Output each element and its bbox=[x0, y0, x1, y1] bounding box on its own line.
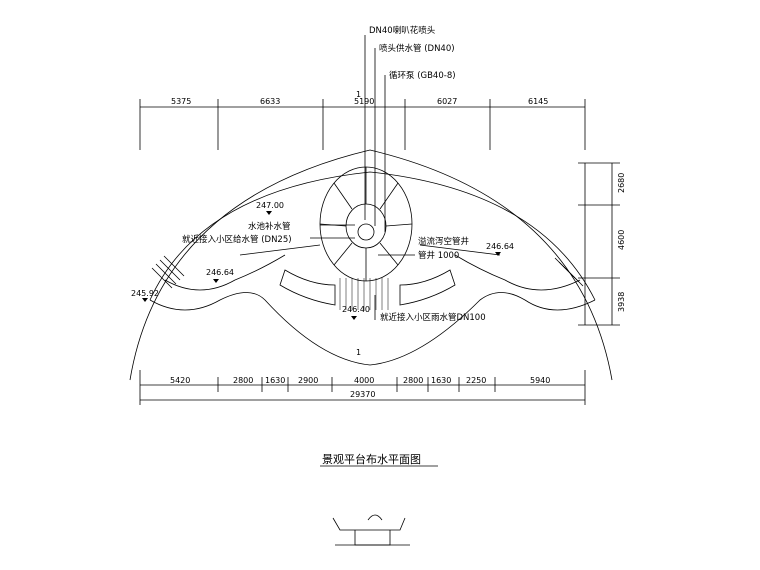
label-water-connection: 就近接入小区给水管 (DN25) bbox=[182, 234, 292, 245]
bottom-dim-8: 2250 bbox=[466, 376, 486, 385]
label-refill-pipe: 水池补水管 bbox=[248, 221, 291, 232]
top-dim-2: 6633 bbox=[260, 97, 280, 106]
right-dim-1: 2680 bbox=[617, 173, 626, 193]
label-overflow-2: 管井 1000 bbox=[418, 250, 459, 261]
planter-left bbox=[279, 269, 336, 306]
label-supply-pipe: 喷头供水管 (DN40) bbox=[379, 43, 455, 54]
section-detail bbox=[332, 514, 410, 546]
bottom-dim-3: 1630 bbox=[265, 376, 285, 385]
bottom-dim-4: 2900 bbox=[298, 376, 318, 385]
elevation-3: 246.64 bbox=[486, 242, 514, 251]
label-rain-connection: 就近接入小区雨水管DN100 bbox=[380, 312, 486, 323]
elevation-1: 247.00 bbox=[256, 201, 284, 210]
outer-arc-top bbox=[129, 149, 613, 381]
top-dim-5: 6145 bbox=[528, 97, 548, 106]
bottom-dim-9: 5940 bbox=[530, 376, 550, 385]
bottom-dim-5: 4000 bbox=[354, 376, 374, 385]
label-nozzle: DN40喇叭花喷头 bbox=[369, 25, 436, 36]
right-dim-3: 3938 bbox=[617, 292, 626, 312]
elevation-2: 246.64 bbox=[206, 268, 234, 277]
bottom-dim-1: 5420 bbox=[170, 376, 190, 385]
stairs-right bbox=[554, 257, 584, 287]
elevation-4: 245.92 bbox=[131, 289, 159, 298]
inner-arc-top bbox=[149, 171, 596, 301]
lower-edge bbox=[149, 292, 596, 366]
top-dim-3: 5190 bbox=[354, 97, 374, 106]
right-dim-2: 4600 bbox=[617, 230, 626, 250]
bottom-dim-7: 1630 bbox=[431, 376, 451, 385]
fountain-spokes bbox=[319, 167, 413, 281]
total-dim: 29370 bbox=[350, 390, 375, 399]
stairs-left bbox=[151, 255, 185, 289]
top-dim-4: 6027 bbox=[437, 97, 457, 106]
planter-right bbox=[399, 269, 456, 306]
section-mark-bottom: 1 bbox=[356, 348, 361, 357]
section-mark-top: 1 bbox=[356, 90, 361, 99]
label-pump: 循环泵 (GB40-8) bbox=[389, 70, 456, 81]
label-overflow-1: 溢流泻空管井 bbox=[418, 236, 469, 247]
top-dim-1: 5375 bbox=[171, 97, 191, 106]
bottom-dim-2: 2800 bbox=[233, 376, 253, 385]
elevation-5: 246.40 bbox=[342, 305, 370, 314]
drawing-title: 景观平台布水平面图 bbox=[322, 452, 421, 466]
bottom-dim-6: 2800 bbox=[403, 376, 423, 385]
